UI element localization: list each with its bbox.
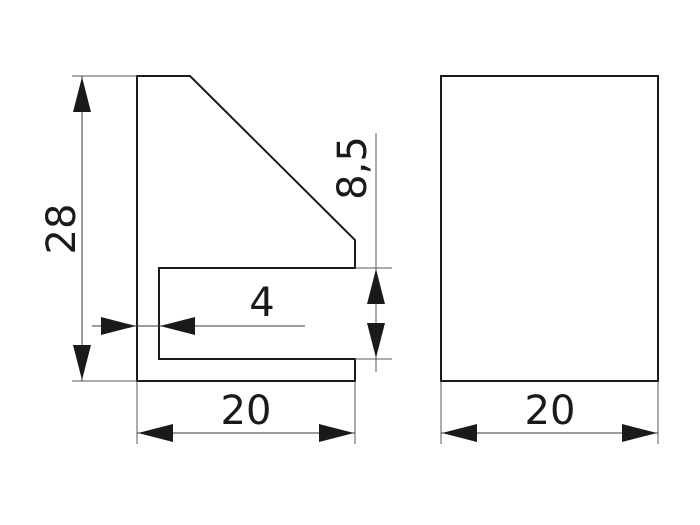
dimension-label-height: 28 xyxy=(39,204,85,255)
dimension-slot-4: 4 xyxy=(92,280,305,335)
dimension-depth-8-5: 8,5 xyxy=(330,133,392,372)
arrow-down-icon xyxy=(367,323,385,358)
arrow-up-icon xyxy=(73,77,91,112)
dimension-width-right: 20 xyxy=(440,381,659,444)
arrow-left-icon xyxy=(442,424,477,442)
arrow-right-icon xyxy=(319,424,354,442)
right-part-outline xyxy=(440,75,659,382)
arrow-right-icon xyxy=(101,317,136,335)
dimension-height-28: 28 xyxy=(39,75,137,382)
arrow-up-icon xyxy=(367,269,385,304)
dimension-label-width-right: 20 xyxy=(525,388,576,434)
dimension-label-slot: 4 xyxy=(249,280,274,326)
arrow-left-icon xyxy=(160,317,195,335)
dimension-width-left: 20 xyxy=(136,381,356,444)
arrow-right-icon xyxy=(622,424,657,442)
left-part-outline xyxy=(136,75,356,382)
arrow-left-icon xyxy=(138,424,173,442)
dimension-label-width-left: 20 xyxy=(221,388,272,434)
dimension-label-depth: 8,5 xyxy=(330,136,376,200)
arrow-down-icon xyxy=(73,345,91,380)
